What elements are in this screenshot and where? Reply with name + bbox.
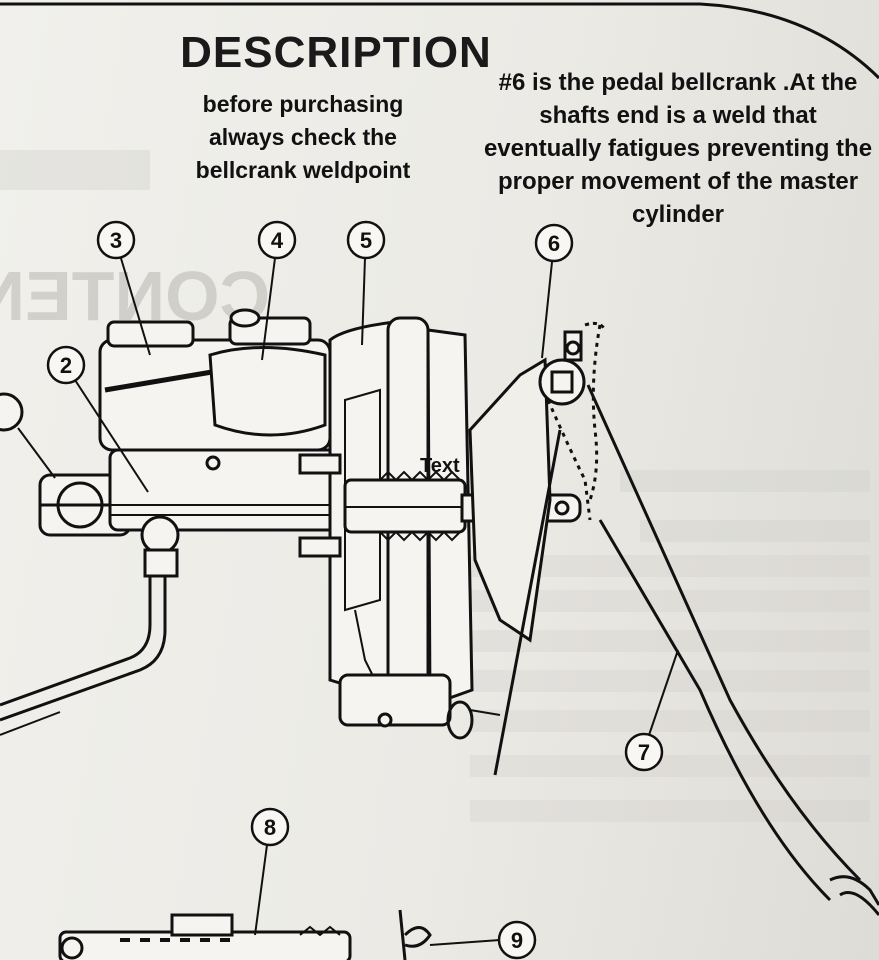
brake-fitting	[0, 392, 132, 537]
note-left: before purchasing always check the bellc…	[195, 91, 411, 183]
bellcrank	[538, 321, 607, 521]
callout-4: 4	[257, 220, 297, 260]
callout-3: 3	[96, 220, 136, 260]
callout-6: 6	[534, 223, 574, 263]
leader-lines	[74, 254, 679, 936]
svg-text:5: 5	[360, 228, 372, 253]
svg-text:3: 3	[110, 228, 122, 253]
svg-text:7: 7	[638, 740, 650, 765]
svg-text:8: 8	[264, 815, 276, 840]
svg-text:4: 4	[271, 228, 284, 253]
svg-text:2: 2	[60, 353, 72, 378]
callout-2: 2	[46, 345, 86, 385]
svg-text:9: 9	[511, 928, 523, 953]
note-right: #6 is the pedal bellcrank .At the shafts…	[483, 69, 873, 228]
svg-text:6: 6	[548, 231, 560, 256]
callout-7: 7	[624, 732, 664, 772]
text-label: Text	[420, 455, 460, 477]
brake-pedal	[586, 384, 879, 916]
master-cylinder	[98, 308, 342, 578]
pedal-bracket	[468, 357, 562, 776]
callout-8: 8	[250, 807, 290, 847]
brake-line	[0, 560, 167, 736]
lower-assembly	[58, 909, 501, 960]
callout-9: 9	[497, 920, 537, 960]
page-border-curve	[0, 2, 879, 80]
callout-5: 5	[346, 220, 386, 260]
page-title: DESCRIPTION	[180, 28, 492, 77]
